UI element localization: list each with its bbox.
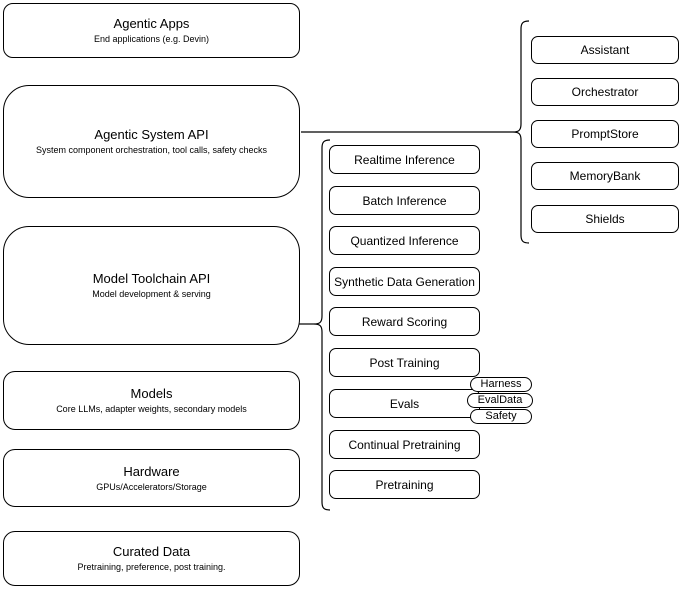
tag-label: EvalData — [477, 394, 523, 406]
tag-label: Safety — [485, 410, 517, 422]
node-reward-scoring: Reward Scoring — [329, 307, 480, 336]
node-assistant: Assistant — [531, 36, 679, 64]
node-subtitle: Pretraining, preference, post training. — [77, 562, 226, 572]
system-components-brace — [512, 20, 530, 244]
node-label: Assistant — [580, 43, 630, 57]
node-model-toolchain-api: Model Toolchain API Model development & … — [3, 226, 300, 345]
node-label: Synthetic Data Generation — [334, 274, 475, 289]
node-agentic-apps: Agentic Apps End applications (e.g. Devi… — [3, 3, 300, 58]
node-hardware: Hardware GPUs/Accelerators/Storage — [3, 449, 300, 507]
node-evals: Evals — [329, 389, 480, 418]
node-continual-pretraining: Continual Pretraining — [329, 430, 480, 459]
tag-safety: Safety — [470, 409, 532, 424]
node-label: Post Training — [369, 355, 440, 370]
node-label: Evals — [389, 396, 420, 411]
node-realtime-inference: Realtime Inference — [329, 145, 480, 174]
node-label: Quantized Inference — [350, 233, 459, 248]
node-synthetic-data-generation: Synthetic Data Generation — [329, 267, 480, 296]
node-label: MemoryBank — [569, 169, 641, 183]
node-subtitle: Model development & serving — [92, 289, 211, 299]
node-models: Models Core LLMs, adapter weights, secon… — [3, 371, 300, 430]
node-label: Shields — [585, 212, 625, 226]
node-title: Model Toolchain API — [92, 271, 211, 286]
node-label: Continual Pretraining — [348, 437, 461, 452]
node-curated-data: Curated Data Pretraining, preference, po… — [3, 531, 300, 586]
node-title: Hardware — [123, 463, 180, 479]
node-label: PromptStore — [571, 127, 639, 141]
node-subtitle: System component orchestration, tool cal… — [35, 145, 268, 155]
node-subtitle: GPUs/Accelerators/Storage — [96, 481, 207, 492]
node-agentic-system-api: Agentic System API System component orch… — [3, 85, 300, 198]
node-shields: Shields — [531, 205, 679, 233]
node-promptstore: PromptStore — [531, 120, 679, 148]
node-label: Orchestrator — [571, 85, 639, 99]
node-label: Pretraining — [375, 477, 434, 492]
tag-label: Harness — [480, 378, 522, 390]
node-label: Batch Inference — [362, 193, 447, 208]
tag-evaldata: EvalData — [467, 393, 533, 408]
node-subtitle: Core LLMs, adapter weights, secondary mo… — [56, 404, 247, 414]
node-orchestrator: Orchestrator — [531, 78, 679, 106]
node-memorybank: MemoryBank — [531, 162, 679, 190]
node-pretraining: Pretraining — [329, 470, 480, 499]
node-subtitle: End applications (e.g. Devin) — [93, 34, 210, 44]
node-batch-inference: Batch Inference — [329, 186, 480, 215]
node-title: Models — [130, 386, 173, 401]
node-post-training: Post Training — [329, 348, 480, 377]
node-quantized-inference: Quantized Inference — [329, 226, 480, 255]
node-title: Agentic Apps — [113, 16, 190, 31]
toolchain-brace — [313, 139, 331, 511]
tag-harness: Harness — [470, 377, 532, 392]
node-title: Curated Data — [112, 544, 191, 559]
node-title: Agentic System API — [94, 127, 209, 142]
node-label: Realtime Inference — [354, 152, 455, 167]
node-label: Reward Scoring — [361, 314, 448, 329]
